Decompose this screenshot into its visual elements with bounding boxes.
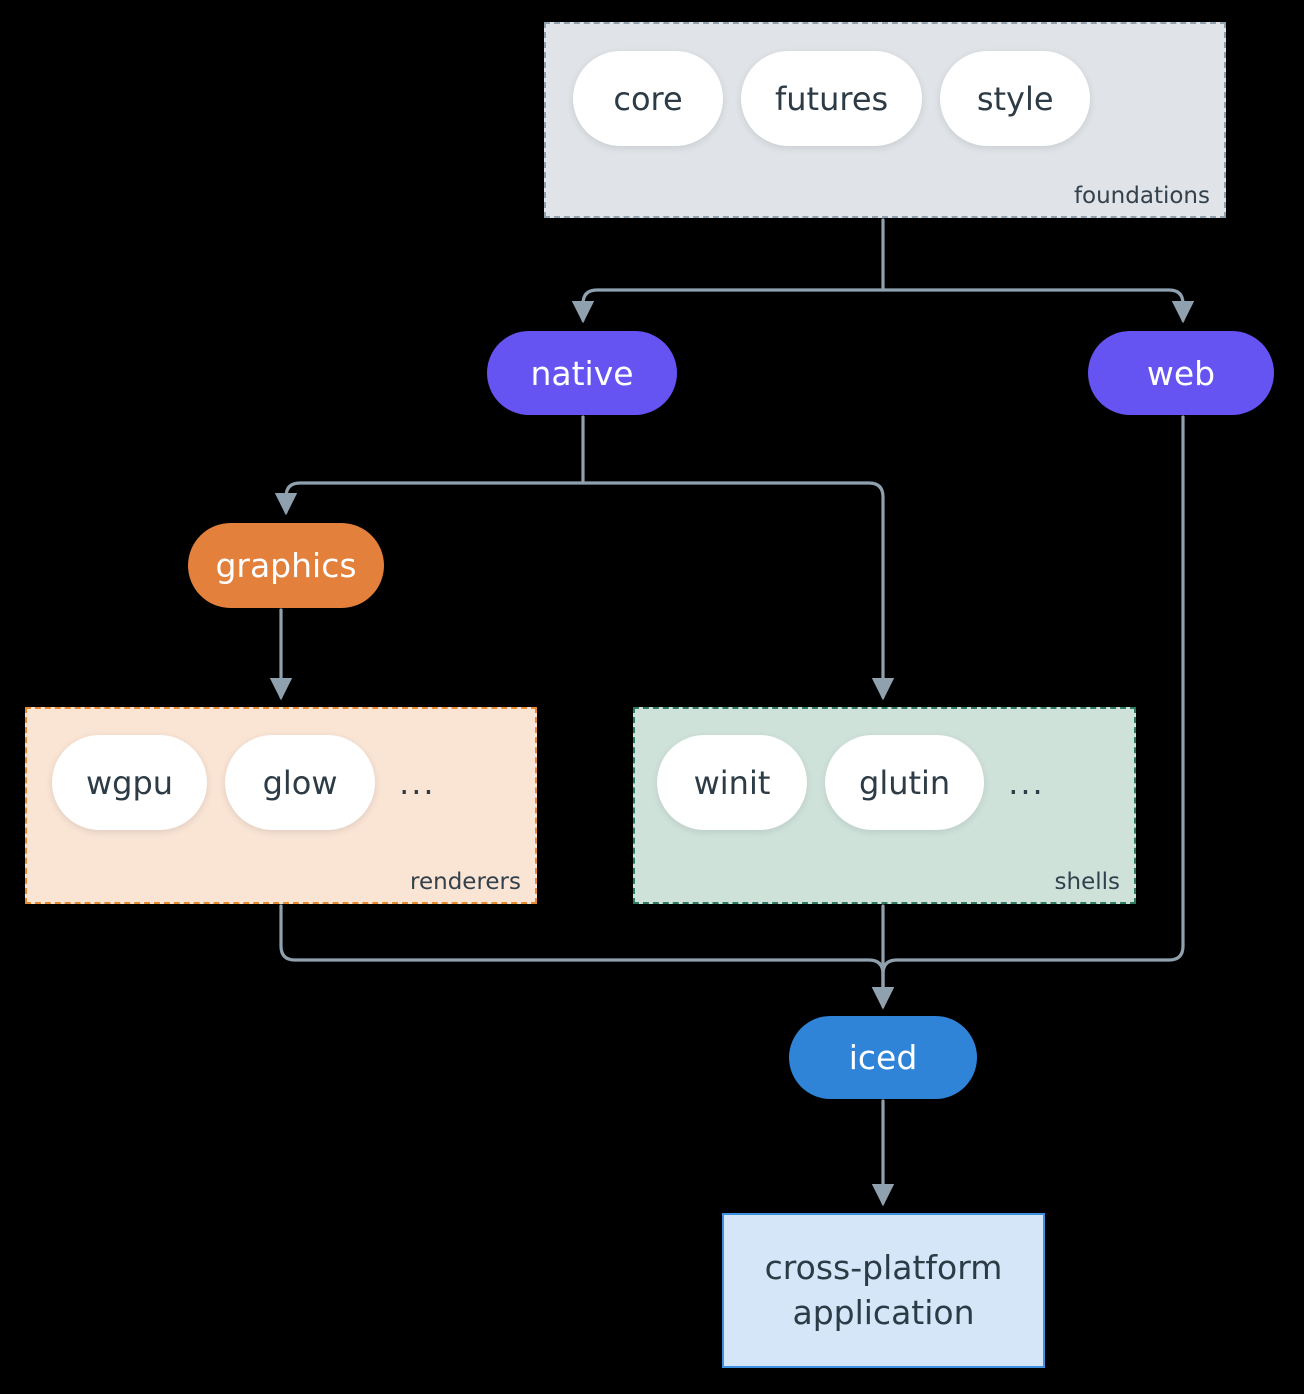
cluster-foundations-items: core futures style xyxy=(573,51,1091,146)
application-label-line2: application xyxy=(792,1292,975,1332)
node-graphics[interactable]: graphics xyxy=(188,523,384,608)
cluster-shells: winit glutin ... shells xyxy=(633,707,1136,904)
node-iced[interactable]: iced xyxy=(789,1016,977,1099)
pill-futures[interactable]: futures xyxy=(741,51,923,146)
shells-ellipsis: ... xyxy=(1008,763,1045,802)
pill-wgpu[interactable]: wgpu xyxy=(52,735,208,830)
pill-glow[interactable]: glow xyxy=(225,735,376,830)
node-native[interactable]: native xyxy=(487,331,677,415)
renderers-ellipsis: ... xyxy=(399,763,436,802)
cluster-foundations-label: foundations xyxy=(1073,183,1210,209)
pill-core[interactable]: core xyxy=(573,51,723,146)
cluster-shells-label: shells xyxy=(1054,869,1120,895)
cluster-foundations: core futures style foundations xyxy=(544,22,1226,218)
pill-style[interactable]: style xyxy=(940,51,1091,146)
edge-foundations-to-web xyxy=(881,288,1195,324)
cluster-renderers-items: wgpu glow ... xyxy=(52,735,436,830)
node-cross-platform-application[interactable]: cross-platform application xyxy=(722,1213,1045,1368)
edge-native-to-shells xyxy=(581,481,895,701)
edge-foundations-to-native xyxy=(571,218,885,324)
node-web[interactable]: web xyxy=(1088,331,1274,415)
cluster-renderers: wgpu glow ... renderers xyxy=(25,707,537,904)
pill-glutin[interactable]: glutin xyxy=(825,735,985,830)
cluster-renderers-label: renderers xyxy=(410,869,521,895)
application-label-line1: cross-platform xyxy=(764,1247,1003,1287)
edge-native-to-graphics xyxy=(274,415,585,516)
pill-winit[interactable]: winit xyxy=(657,735,807,830)
cluster-shells-items: winit glutin ... xyxy=(657,735,1045,830)
edge-renderers-to-iced xyxy=(279,904,895,1010)
